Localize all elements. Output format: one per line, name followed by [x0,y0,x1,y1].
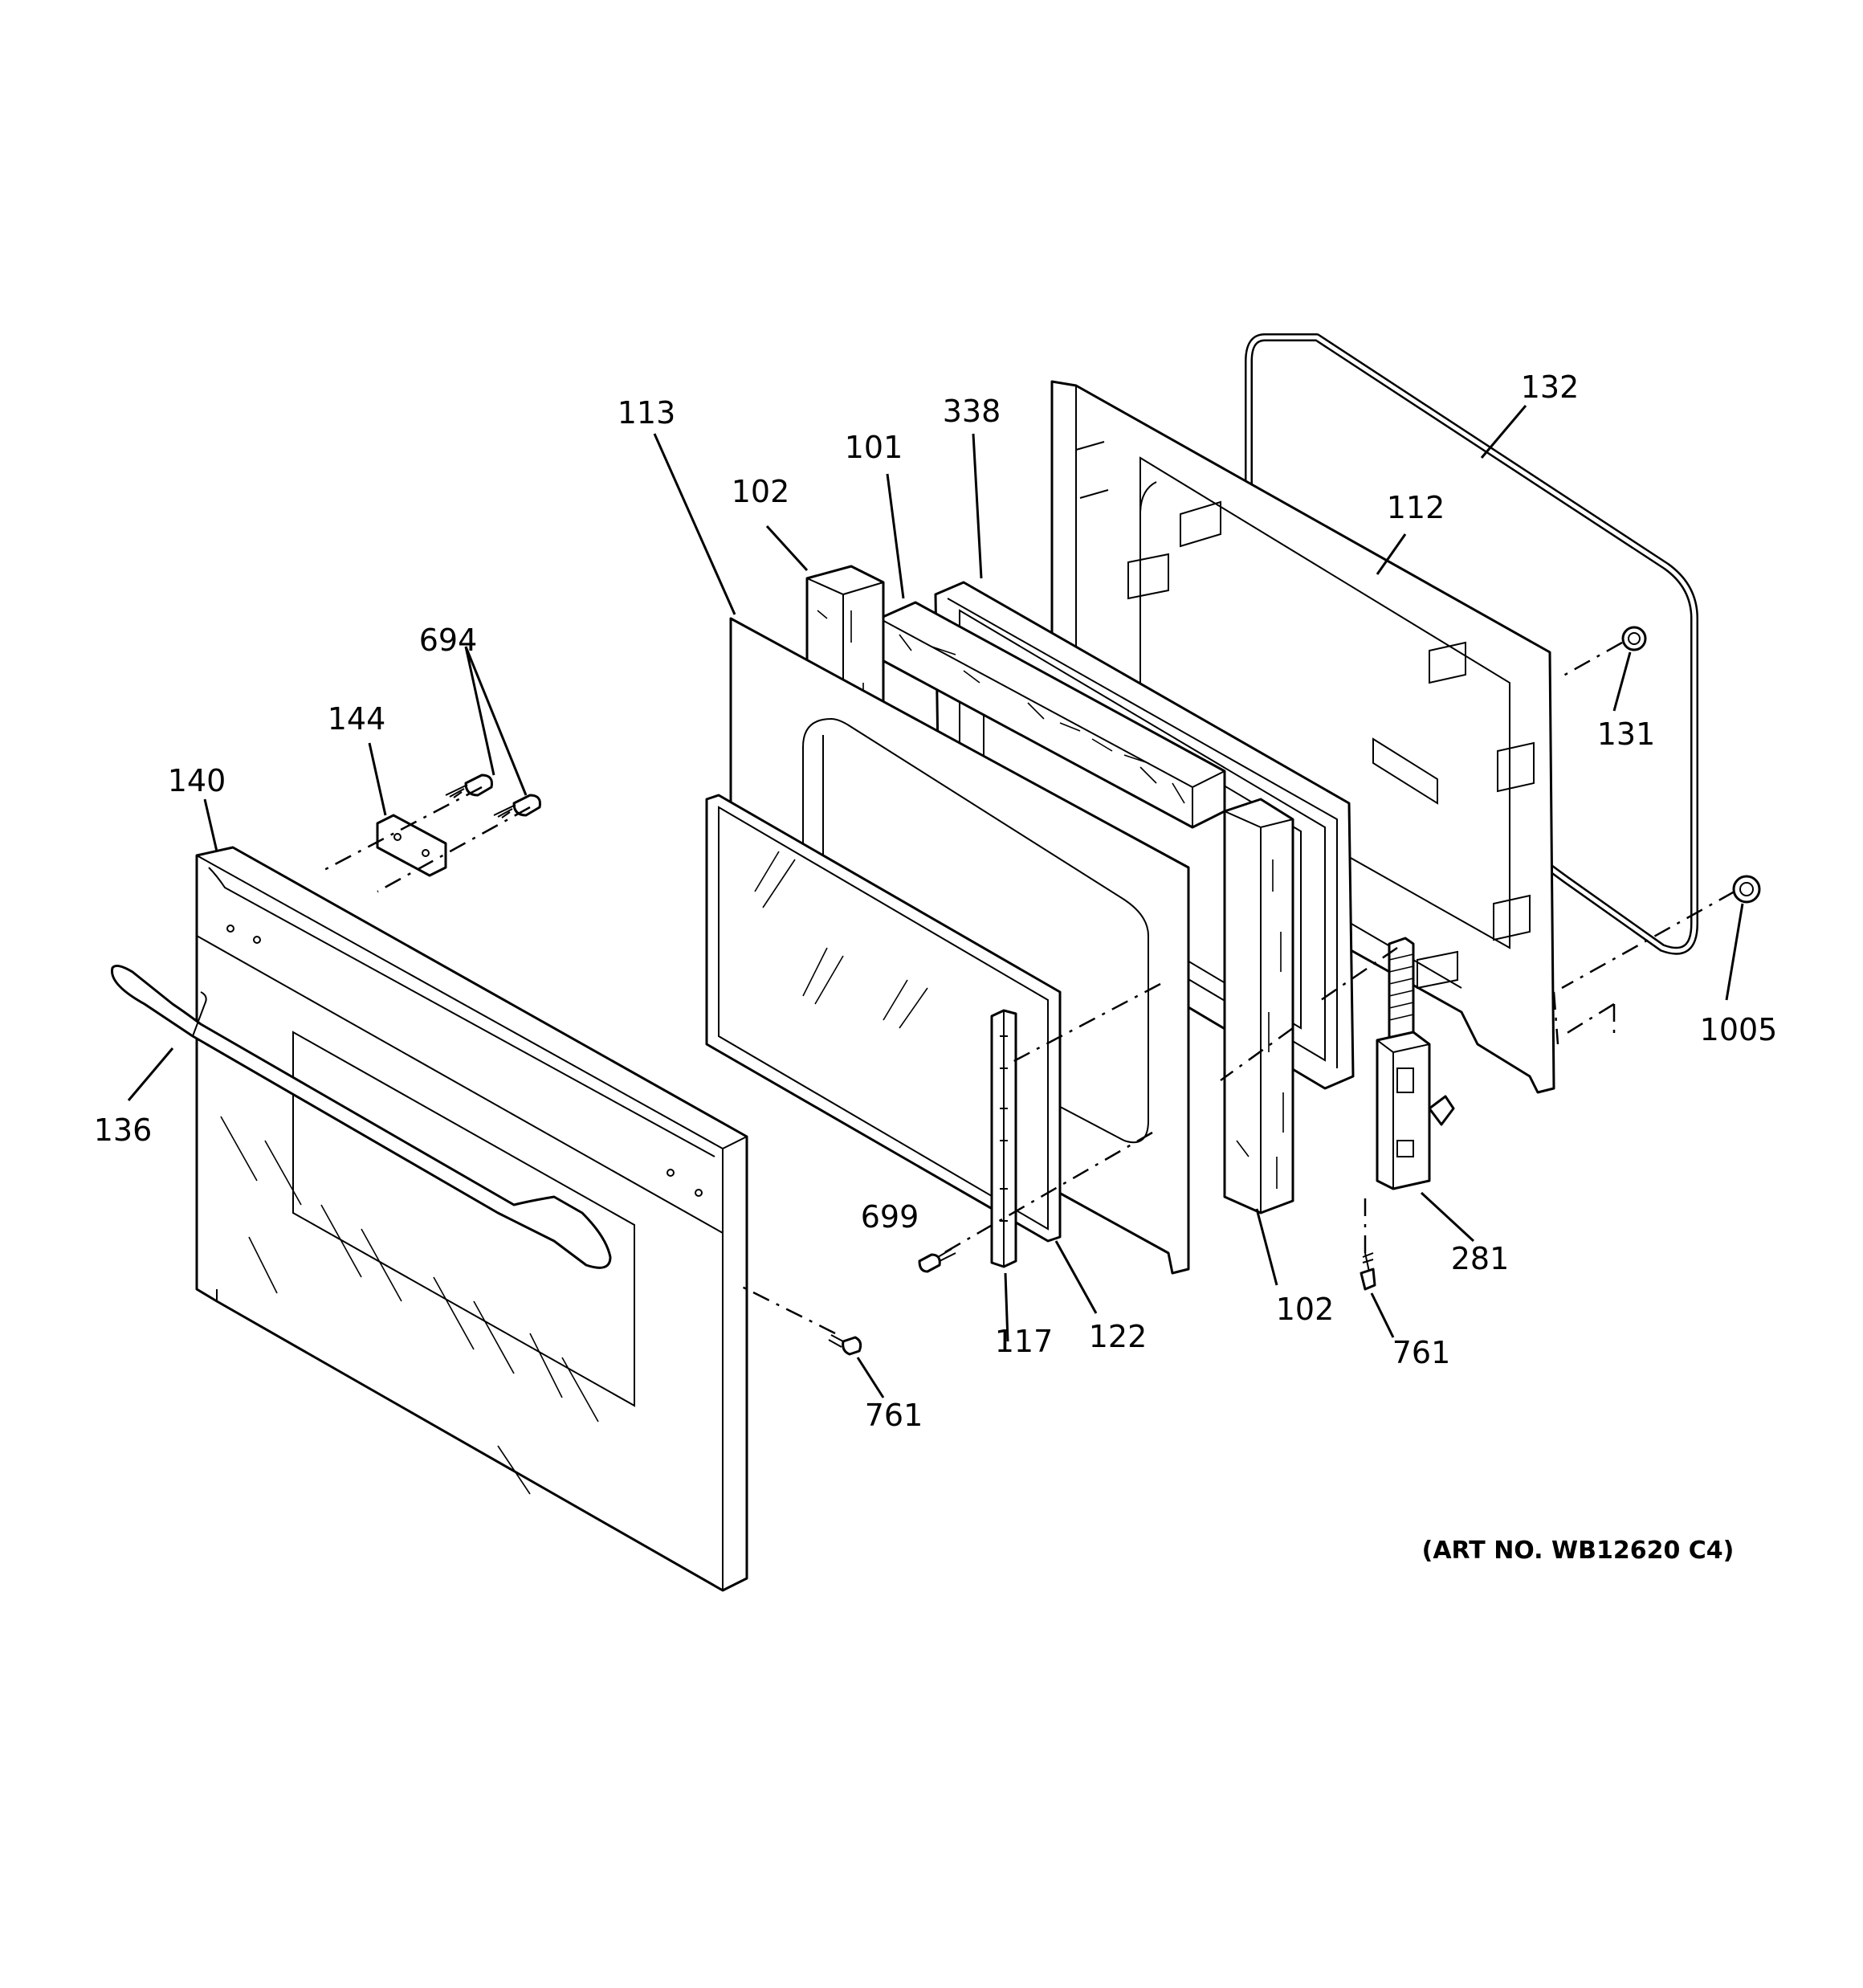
screws-694[interactable] [445,774,541,818]
callout-labels: 132 112 131 1005 338 101 113 102 694 144… [94,369,1778,1565]
callout-761-door: 761 [865,1398,923,1433]
art-number: (ART NO. WB12620 C4) [1422,1537,1735,1565]
door-gasket-132[interactable] [1245,333,1698,955]
callout-338: 338 [943,394,1001,429]
bracket-144[interactable] [376,814,447,877]
hinge-281[interactable] [1376,937,1455,1190]
plug-131[interactable] [1621,626,1647,651]
callout-1005: 1005 [1700,1012,1778,1047]
callout-101: 101 [845,430,903,465]
plug-1005[interactable] [1732,875,1761,904]
screw-699[interactable] [918,1248,956,1273]
leader-lines [127,405,1744,1398]
callout-112: 112 [1387,490,1445,525]
callout-102-bottom: 102 [1276,1292,1335,1327]
callout-117: 117 [995,1324,1054,1359]
outer-door-140[interactable] [195,846,748,1592]
vent-strip-117[interactable] [990,1009,1017,1268]
callout-281: 281 [1451,1241,1510,1276]
door-handle-136[interactable] [111,964,612,1269]
insulation-102-right[interactable] [1223,798,1294,1214]
alignment-lines [320,641,1735,1335]
callout-113: 113 [618,395,676,431]
callout-140: 140 [168,763,226,798]
callout-132: 132 [1521,369,1580,405]
callout-102-top: 102 [732,474,790,509]
screw-761-hinge[interactable] [1360,1252,1376,1291]
callout-136: 136 [94,1112,153,1148]
callout-122: 122 [1089,1319,1148,1354]
callout-699: 699 [861,1199,919,1235]
callout-144: 144 [328,701,386,737]
glass-panel-122[interactable] [705,794,1062,1243]
callout-131: 131 [1597,716,1656,752]
callout-761-hinge: 761 [1392,1335,1451,1370]
callout-694: 694 [419,623,478,658]
screw-761-door[interactable] [828,1334,862,1356]
